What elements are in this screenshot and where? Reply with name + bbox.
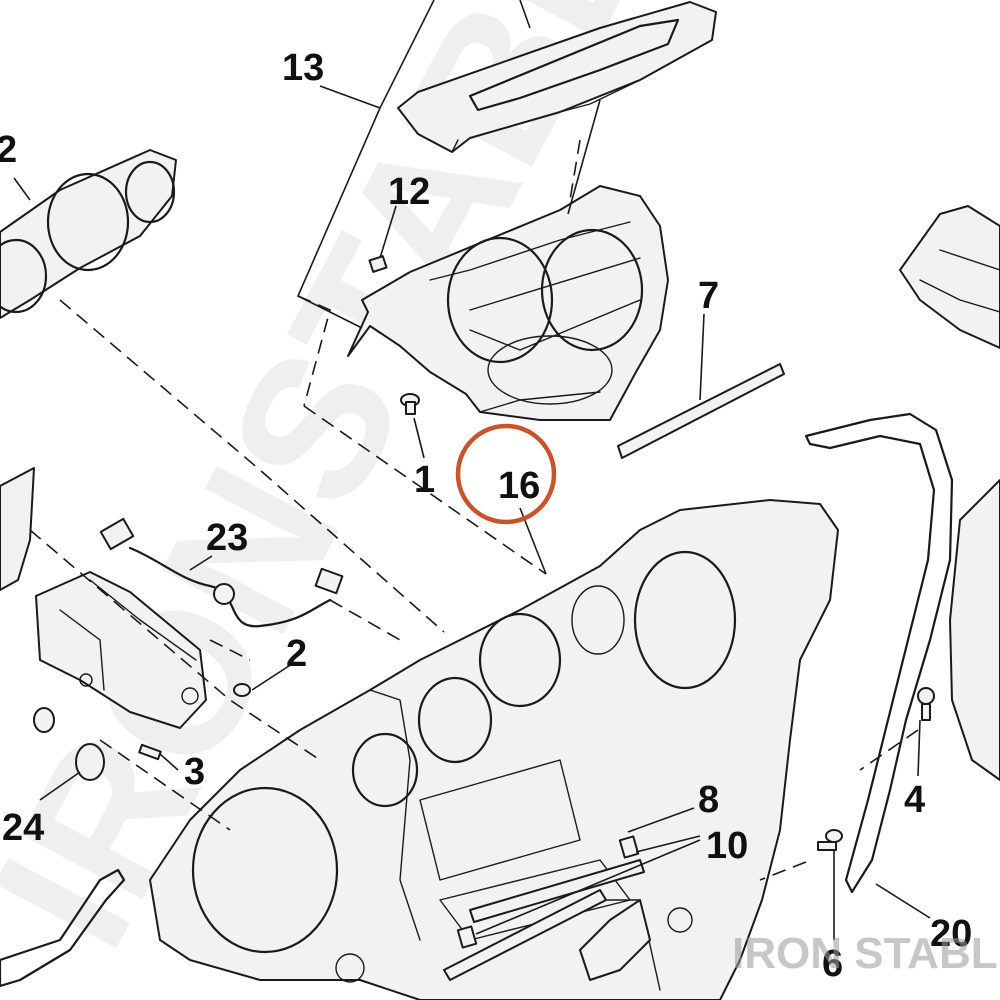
- watermark-logo: IRON STABLE: [732, 929, 1000, 978]
- part-inner-fairing: [149, 499, 839, 1000]
- callout-7: 7: [698, 275, 719, 317]
- callout-1: 1: [414, 459, 435, 501]
- part-knob: [33, 707, 105, 781]
- part-screw-2: [233, 683, 251, 697]
- callout-2-mid: 2: [286, 633, 307, 675]
- part-right-trim: [949, 479, 1000, 781]
- highlight-ring: [455, 423, 557, 525]
- part-seal-strip: [617, 363, 785, 459]
- part-spacer-10b: [456, 925, 478, 949]
- part-control-module: [35, 571, 207, 729]
- callout-6: 6: [822, 943, 843, 985]
- part-push-pin: [917, 687, 935, 721]
- part-clip: [368, 255, 388, 273]
- part-instrument-bracket: [347, 185, 669, 421]
- part-left-panel: [0, 467, 35, 591]
- callout-labels: 13 12 2 7 1 16 23 2 3 24 4 8 10 20 6: [0, 47, 972, 985]
- callout-4: 4: [904, 779, 925, 821]
- callout-23: 23: [206, 517, 248, 559]
- callout-12: 12: [388, 171, 430, 213]
- part-right-bracket: [899, 205, 1000, 349]
- part-screw-3: [138, 743, 162, 761]
- callout-13: 13: [282, 47, 324, 89]
- callout-10: 10: [706, 825, 748, 867]
- callout-8: 8: [698, 779, 719, 821]
- leader-lines: [13, 0, 931, 940]
- part-lower-bracket: [579, 899, 651, 981]
- part-spacer-10a: [618, 835, 640, 859]
- part-left-trim: [0, 868, 126, 988]
- callout-2-top: 2: [0, 129, 17, 171]
- part-trim-strip: [804, 412, 954, 894]
- callout-20: 20: [930, 913, 972, 955]
- part-wiring-harness: [99, 517, 344, 628]
- part-gauge-bezel: [0, 149, 177, 319]
- callout-24: 24: [2, 807, 44, 849]
- part-screw-6: [817, 829, 843, 851]
- part-strip-8: [469, 859, 645, 923]
- part-screw: [400, 393, 420, 415]
- part-strip-lower: [443, 889, 607, 981]
- callout-16: 16: [498, 465, 540, 507]
- callout-3: 3: [184, 751, 205, 793]
- part-top-cover: [397, 1, 717, 153]
